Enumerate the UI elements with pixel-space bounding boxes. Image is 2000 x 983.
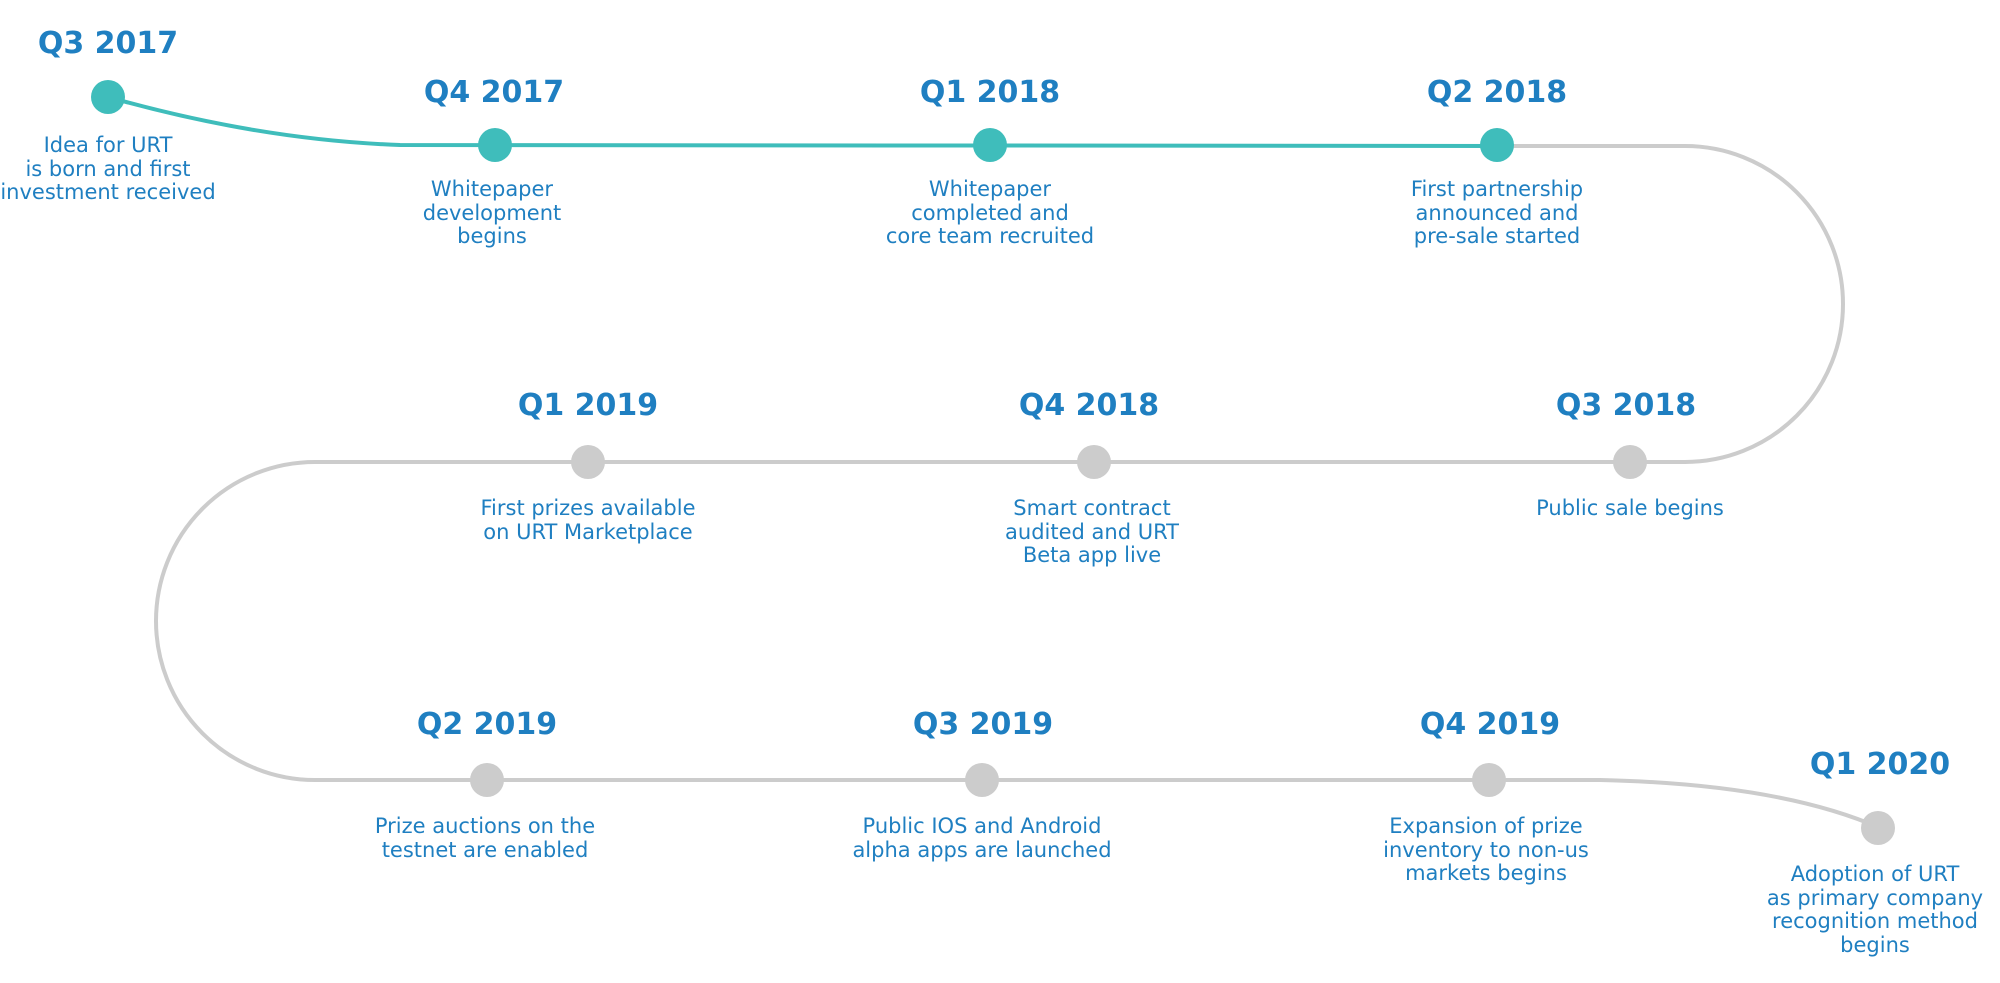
milestone-dot-q2-2019 bbox=[470, 763, 504, 797]
milestone-dot-q3-2019 bbox=[965, 763, 999, 797]
milestone-desc-q4-2018: Smart contract audited and URT Beta app … bbox=[1005, 496, 1179, 567]
milestone-dot-q3-2018 bbox=[1613, 445, 1647, 479]
milestone-desc-q1-2019: First prizes available on URT Marketplac… bbox=[480, 496, 696, 544]
milestone-dot-q2-2018 bbox=[1480, 128, 1514, 162]
milestone-dot-q4-2017 bbox=[478, 128, 512, 162]
milestone-desc-q1-2018: Whitepaper completed and core team recru… bbox=[885, 177, 1095, 248]
timeline-path-upcoming bbox=[154, 144, 1881, 830]
milestone-title-q4-2019: Q4 2019 bbox=[1419, 707, 1561, 742]
milestone-dot-q4-2019 bbox=[1472, 763, 1506, 797]
milestone-title-q1-2018: Q1 2018 bbox=[919, 75, 1061, 110]
milestone-title-q4-2018: Q4 2018 bbox=[1018, 388, 1160, 423]
milestone-desc-q3-2018: Public sale begins bbox=[1536, 496, 1724, 520]
milestone-dot-q1-2018 bbox=[973, 128, 1007, 162]
milestone-title-q4-2017: Q4 2017 bbox=[423, 75, 565, 110]
milestone-title-q2-2019: Q2 2019 bbox=[416, 707, 558, 742]
milestone-desc-q4-2019: Expansion of prize inventory to non-us m… bbox=[1383, 814, 1589, 885]
milestone-title-q1-2020: Q1 2020 bbox=[1809, 747, 1951, 782]
milestone-dot-q1-2020 bbox=[1861, 811, 1895, 845]
milestone-title-q3-2018: Q3 2018 bbox=[1555, 388, 1697, 423]
milestone-desc-q2-2018: First partnership announced and pre-sale… bbox=[1410, 177, 1584, 248]
milestone-desc-q3-2017: Idea for URT is born and first investmen… bbox=[0, 133, 216, 204]
milestone-desc-q2-2019: Prize auctions on the testnet are enable… bbox=[374, 814, 596, 862]
milestone-title-q3-2017: Q3 2017 bbox=[37, 26, 179, 61]
milestone-dot-q4-2018 bbox=[1077, 445, 1111, 479]
milestone-title-q1-2019: Q1 2019 bbox=[517, 388, 659, 423]
milestone-title-q2-2018: Q2 2018 bbox=[1426, 75, 1568, 110]
milestone-dot-q3-2017 bbox=[91, 80, 125, 114]
milestone-dot-q1-2019 bbox=[571, 445, 605, 479]
timeline-path-completed bbox=[107, 95, 1501, 148]
milestone-desc-q3-2019: Public IOS and Android alpha apps are la… bbox=[852, 814, 1112, 862]
milestone-title-q3-2019: Q3 2019 bbox=[912, 707, 1054, 742]
milestone-desc-q1-2020: Adoption of URT as primary company recog… bbox=[1766, 862, 1984, 957]
milestone-desc-q4-2017: Whitepaper development begins bbox=[422, 177, 562, 248]
